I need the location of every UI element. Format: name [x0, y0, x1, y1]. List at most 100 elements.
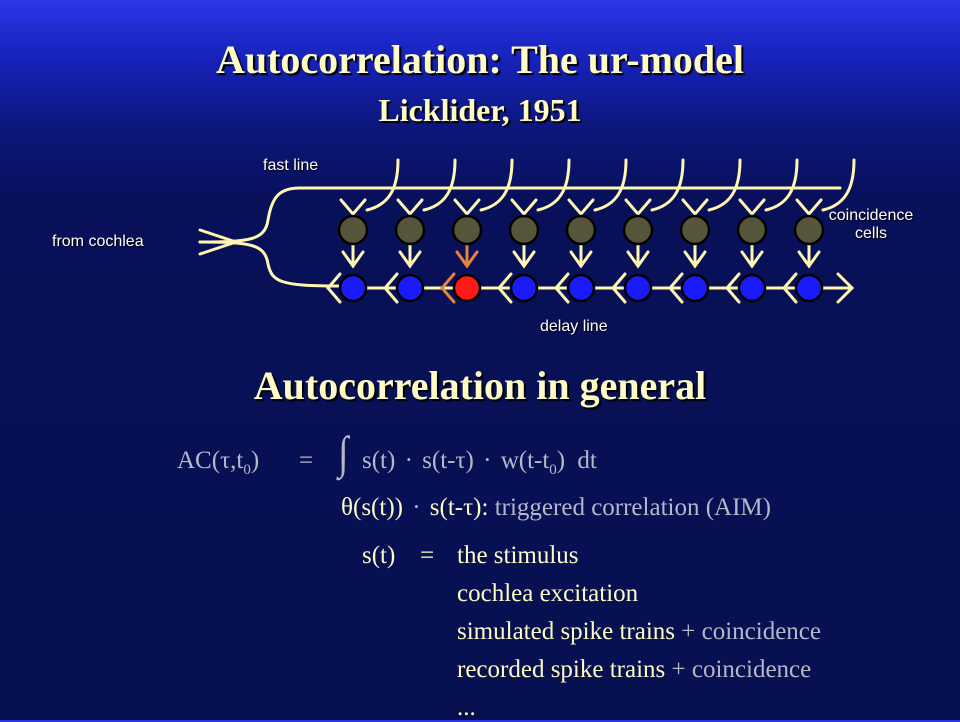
stimulus-item-text: simulated spike trains — [457, 618, 676, 645]
delay-chevron — [668, 272, 684, 304]
coincidence-cell — [679, 214, 711, 246]
dot-1: · — [404, 447, 413, 474]
fast-line-tap — [479, 158, 514, 212]
coincidence-cell — [565, 214, 597, 246]
dt: dt — [577, 447, 597, 474]
delay-node-highlighted — [452, 273, 482, 303]
delay-chevron — [725, 272, 741, 304]
coincidence-cell — [793, 214, 825, 246]
fast-line-tap — [593, 158, 628, 212]
stimulus-item-extra: + coincidence — [665, 656, 812, 683]
licklider-diagram — [198, 158, 856, 304]
stimulus-item: ... — [457, 694, 476, 722]
w-sub: 0 — [549, 462, 557, 478]
delay-chevron — [611, 272, 627, 304]
delay-node — [338, 273, 368, 303]
coincidence-cell — [394, 214, 426, 246]
fast-synapse — [681, 198, 709, 217]
fast-synapse — [339, 198, 367, 217]
fast-synapse — [624, 198, 652, 217]
stimulus-item: the stimulus — [457, 542, 579, 570]
delay-chevron — [326, 272, 342, 304]
slide-subtitle: Licklider, 1951 — [378, 92, 582, 128]
theta-close: ) — [394, 494, 403, 521]
triggered-dot: · — [412, 494, 421, 521]
fast-line-tap — [650, 158, 685, 212]
stimulus-item-extra: + coincidence — [675, 618, 822, 645]
w-open: w(t-t — [500, 447, 550, 474]
delay-synapse — [512, 250, 536, 269]
fast-line-tap — [422, 158, 457, 212]
delay-node — [509, 273, 539, 303]
coincidence-cell — [451, 214, 483, 246]
stimulus-equals: = — [420, 542, 435, 569]
delay-line-label: delay line — [540, 318, 608, 335]
delay-synapse — [683, 250, 707, 269]
triggered-correlation: θ(s(t)) · s(t-τ): triggered correlation … — [341, 494, 771, 522]
integral-sign: ∫ — [338, 427, 349, 478]
fast-line-label: fast line — [263, 157, 319, 174]
coincidence-cell — [622, 214, 654, 246]
coincidence-cell — [736, 214, 768, 246]
delay-chevron — [440, 272, 456, 304]
input-fan — [198, 228, 238, 256]
delay-synapse — [626, 250, 650, 269]
delay-synapse — [740, 250, 764, 269]
triggered-tau: τ — [463, 494, 474, 521]
triggered-text: triggered correlation (AIM) — [494, 494, 771, 521]
s-t: s(t) — [362, 447, 396, 474]
ac-equals: = — [299, 447, 314, 474]
stimulus-item: recorded spike trains + coincidence — [457, 656, 811, 684]
delay-node — [737, 273, 767, 303]
stimulus-item-text: the stimulus — [457, 542, 579, 569]
fast-line-tap — [821, 158, 856, 212]
theta-s-t: s(t) — [361, 494, 395, 521]
s-t-tau-close: ) — [465, 447, 474, 474]
delay-node — [395, 273, 425, 303]
stimulus-item-text: cochlea excitation — [457, 580, 639, 607]
delay-node — [794, 273, 824, 303]
fast-synapse — [453, 198, 481, 217]
fast-synapse — [795, 198, 823, 217]
delay-chevron — [782, 272, 798, 304]
tau-symbol: τ — [220, 447, 231, 474]
fast-line-tap — [707, 158, 742, 212]
dot-2: · — [483, 447, 492, 474]
delay-line-branch — [198, 240, 342, 288]
stimulus-item-text: recorded spike trains — [457, 656, 666, 683]
delay-synapse — [569, 250, 593, 269]
ac-formula: AC(τ,t0) — [177, 447, 259, 479]
ac-integrand: s(t) · s(t-τ) · w(t-t0) dt — [362, 447, 597, 479]
triggered-s-close: ): — [473, 494, 489, 521]
delay-chevron — [383, 272, 399, 304]
stimulus-item: cochlea excitation — [457, 580, 638, 608]
delay-synapse — [341, 250, 365, 269]
ac-lhs-t: ,t — [230, 447, 244, 474]
slide-title: Autocorrelation: The ur-model — [215, 37, 745, 82]
fast-line-tap — [536, 158, 571, 212]
delay-synapse — [455, 250, 479, 269]
stimulus-item-text: ... — [457, 694, 476, 721]
w-close: ) — [556, 447, 566, 474]
fast-synapse — [396, 198, 424, 217]
delay-node — [623, 273, 653, 303]
ac-lhs-sub: 0 — [243, 462, 251, 478]
theta-open: θ( — [341, 494, 362, 521]
ac-lhs-prefix: AC( — [177, 447, 221, 474]
fast-line-tap — [764, 158, 799, 212]
fast-synapse — [738, 198, 766, 217]
delay-node — [566, 273, 596, 303]
triggered-s-open: s(t- — [429, 494, 464, 521]
stimulus-lhs: s(t) — [362, 542, 396, 569]
delay-chevron — [554, 272, 570, 304]
delay-synapse — [398, 250, 422, 269]
section-heading: Autocorrelation in general — [253, 363, 707, 408]
delay-node — [680, 273, 710, 303]
coincidence-label-line1: coincidence — [828, 207, 914, 224]
from-cochlea-label: from cochlea — [52, 233, 144, 250]
stimulus-item: simulated spike trains + coincidence — [457, 618, 821, 646]
s-t-tau-open: s(t- — [422, 447, 456, 474]
delay-chevron — [497, 272, 513, 304]
fast-synapse — [567, 198, 595, 217]
coincidence-cells-label: coincidence cells — [826, 207, 916, 243]
